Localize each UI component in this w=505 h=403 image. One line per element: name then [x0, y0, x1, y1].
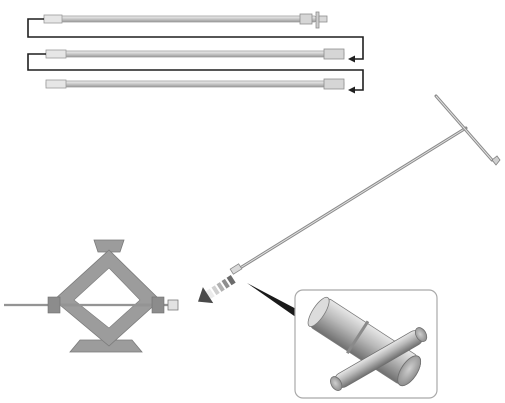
arrowhead-icon	[348, 86, 355, 94]
jack-screw-eye	[167, 299, 179, 311]
rod-segment-middle	[45, 48, 345, 60]
rod-socket-end	[43, 14, 63, 24]
arrowhead-icon	[348, 55, 355, 63]
assembly-connector-lines	[27, 18, 364, 91]
insert-direction-arrow	[198, 275, 236, 304]
rod-socket-end	[45, 79, 67, 89]
rod-segment-bottom	[45, 78, 345, 90]
rod-socket-end	[45, 49, 67, 59]
arrowhead-icon	[198, 287, 214, 304]
assembled-jack-handle	[229, 94, 501, 275]
connector-arrowheads	[348, 55, 355, 94]
handle-tip-detail	[294, 289, 438, 399]
scissor-jack	[4, 239, 179, 353]
jack-saddle	[93, 239, 125, 253]
jack-base	[69, 339, 143, 353]
connector-top-to-middle	[27, 18, 364, 60]
detail-callout-pointer	[247, 283, 302, 320]
connector-middle-to-bottom	[27, 53, 364, 91]
rod-plug-end	[323, 78, 345, 90]
rod-crossbar	[315, 11, 320, 29]
rod-plug-end	[323, 48, 345, 60]
rod-segment-top	[43, 11, 328, 29]
crank-knob-icon	[491, 155, 501, 166]
handle-tip	[229, 263, 243, 275]
